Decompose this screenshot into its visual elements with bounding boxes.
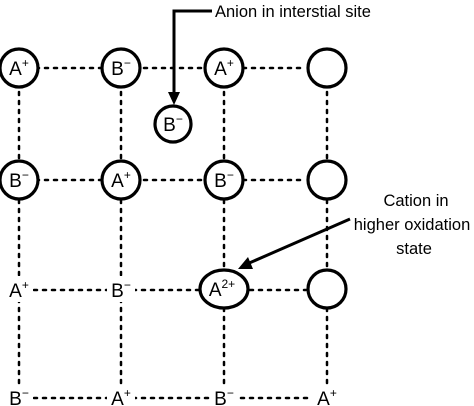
arrow-head-icon bbox=[238, 257, 253, 269]
svg-text:B−: B− bbox=[111, 56, 131, 80]
ion-charge: + bbox=[22, 56, 29, 70]
ion-symbol: B bbox=[9, 171, 22, 192]
vacant-site bbox=[306, 268, 348, 310]
svg-text:A+: A+ bbox=[9, 278, 29, 302]
ion-symbol: A bbox=[209, 280, 222, 301]
anion-annotation: Anion in interstial site bbox=[168, 3, 371, 105]
ion-charge: − bbox=[124, 278, 131, 292]
label-background bbox=[107, 276, 135, 302]
ion-symbol: B bbox=[111, 59, 124, 80]
ion-symbol: B bbox=[163, 115, 176, 136]
ion-site: A+ bbox=[0, 47, 40, 89]
svg-text:A+: A+ bbox=[317, 386, 337, 406]
ion-circle bbox=[203, 159, 245, 201]
cation-annotation: Cation in higher oxidation state bbox=[238, 192, 470, 269]
label-background bbox=[5, 276, 33, 302]
svg-text:A+: A+ bbox=[111, 168, 131, 192]
cation-label-line-1: Cation in bbox=[383, 192, 448, 210]
svg-text:B−: B− bbox=[9, 386, 29, 406]
cation-label-line-3: state bbox=[396, 240, 432, 258]
ion-symbol: B bbox=[111, 281, 124, 302]
ion-charge: − bbox=[227, 168, 234, 182]
anion-label: Anion in interstial site bbox=[215, 3, 371, 21]
ion-charge: − bbox=[124, 56, 131, 70]
svg-text:A+: A+ bbox=[214, 56, 234, 80]
ion-symbol: A bbox=[111, 389, 124, 406]
ion-charge: 2+ bbox=[222, 277, 236, 291]
ion-charge: − bbox=[176, 112, 183, 126]
ion-site: B− bbox=[107, 276, 135, 302]
ion-site: A+ bbox=[107, 385, 135, 406]
svg-text:A+: A+ bbox=[9, 56, 29, 80]
ion-site: B− bbox=[210, 385, 238, 406]
vacancy-circle bbox=[306, 159, 348, 201]
ion-symbol: A bbox=[9, 281, 22, 302]
interstitial-anion: B− bbox=[153, 104, 193, 144]
ion-site: A+ bbox=[203, 47, 245, 89]
cation-arrow-line bbox=[246, 217, 351, 266]
ion-site: B− bbox=[100, 47, 142, 89]
anion-arrow-line bbox=[172, 9, 212, 94]
svg-text:B−: B− bbox=[9, 168, 29, 192]
ion-site: B− bbox=[203, 159, 245, 201]
ion-charge: − bbox=[22, 386, 29, 400]
ion-charge: + bbox=[124, 386, 131, 400]
ion-site: B− bbox=[5, 385, 33, 406]
label-background bbox=[5, 385, 33, 406]
ion-circle bbox=[153, 104, 193, 144]
vacancy-circle bbox=[306, 47, 348, 89]
label-background bbox=[210, 385, 238, 406]
vacant-site bbox=[306, 159, 348, 201]
lattice-row-4: B− A+ B− A+ bbox=[5, 385, 341, 406]
ion-circle bbox=[100, 159, 142, 201]
ion-site: B− bbox=[0, 159, 40, 201]
ion-circle bbox=[198, 268, 250, 310]
label-background bbox=[313, 385, 341, 406]
ion-circle bbox=[100, 47, 142, 89]
ion-charge: + bbox=[330, 386, 337, 400]
ion-site: A+ bbox=[5, 276, 33, 302]
ion-circle bbox=[0, 159, 40, 201]
svg-text:B−: B− bbox=[163, 112, 183, 136]
ion-symbol: A bbox=[111, 171, 124, 192]
ion-circle bbox=[203, 47, 245, 89]
lattice-row-1: A+ B− A+ bbox=[0, 47, 348, 89]
svg-text:B−: B− bbox=[111, 278, 131, 302]
vacant-site bbox=[306, 47, 348, 89]
ion-site: A+ bbox=[313, 385, 341, 406]
ion-charge: + bbox=[124, 168, 131, 182]
vacancy-circle bbox=[306, 268, 348, 310]
lattice-row-2: B− A+ B− bbox=[0, 159, 348, 201]
ion-charge: − bbox=[22, 168, 29, 182]
svg-text:B−: B− bbox=[214, 386, 234, 406]
lattice-horizontal-lines bbox=[32, 66, 310, 400]
lattice-row-3: A+ B− A2+ bbox=[5, 268, 348, 310]
ion-charge: − bbox=[227, 386, 234, 400]
ion-charge: + bbox=[22, 278, 29, 292]
label-background bbox=[107, 385, 135, 406]
ion-charge: + bbox=[227, 56, 234, 70]
ion-symbol: A bbox=[317, 389, 330, 406]
ion-site: A+ bbox=[100, 159, 142, 201]
ion-symbol: A bbox=[214, 59, 227, 80]
lattice-vertical-lines bbox=[17, 90, 329, 386]
ion-symbol: B bbox=[9, 389, 22, 406]
ion-symbol: B bbox=[214, 171, 227, 192]
higher-oxidation-cation: A2+ bbox=[198, 268, 250, 310]
ion-circle bbox=[0, 47, 40, 89]
ion-symbol: A bbox=[9, 59, 22, 80]
cation-label-line-2: higher oxidation bbox=[354, 216, 471, 234]
svg-text:A+: A+ bbox=[111, 386, 131, 406]
ion-symbol: B bbox=[214, 389, 227, 406]
arrow-head-icon bbox=[168, 92, 180, 105]
svg-text:B−: B− bbox=[214, 168, 234, 192]
svg-text:A2+: A2+ bbox=[209, 277, 235, 301]
